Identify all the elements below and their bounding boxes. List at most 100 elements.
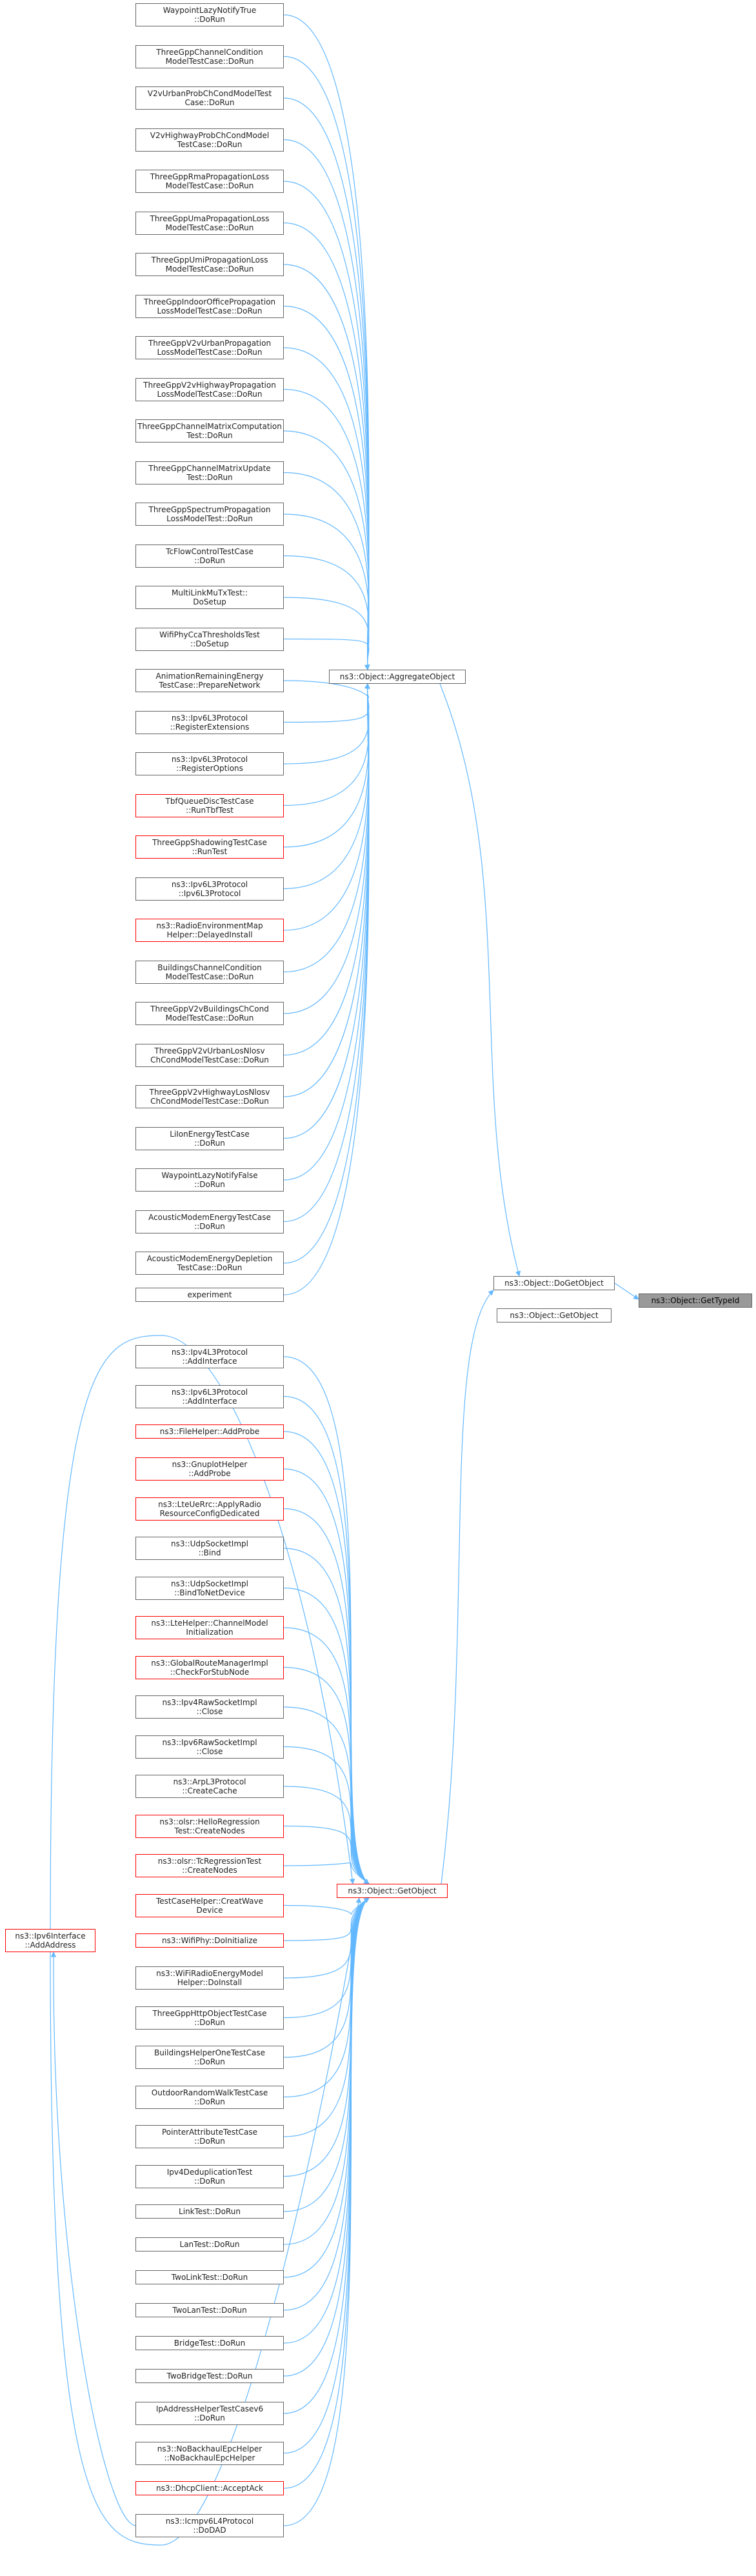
edge-aggregate-caller — [283, 683, 370, 973]
caller-node-ns3-ipv6l3protocol-registerextensions[interactable]: ns3::Ipv6L3Protocol::RegisterExtensions — [135, 710, 284, 734]
node-label: ns3::Object::AggregateObject — [339, 672, 455, 681]
caller-node-ns3-ipv6rawsocketimpl-close[interactable]: ns3::Ipv6RawSocketImpl::Close — [135, 1735, 284, 1759]
node-label-line: ns3::Ipv6L3Protocol — [171, 713, 248, 723]
caller-node-ns3-globalroutemanagerimpl-checkforstubnode[interactable]: ns3::GlobalRouteManagerImpl::CheckForStu… — [135, 1655, 284, 1679]
node-label-line: ::DoSetup — [190, 639, 229, 648]
caller-node-pointerattributetestcase-dorun[interactable]: PointerAttributeTestCase::DoRun — [135, 2125, 284, 2148]
caller-node-tcflowcontroltestcase-dorun[interactable]: TcFlowControlTestCase::DoRun — [135, 544, 284, 568]
caller-node-ns3-ipv6l3protocol-registeroptions[interactable]: ns3::Ipv6L3Protocol::RegisterOptions — [135, 752, 284, 775]
node-label: ns3::Object::GetObject — [348, 1886, 437, 1895]
node-label-line: AnimationRemainingEnergy — [155, 672, 264, 681]
node-label-line: ThreeGppV2vUrbanPropagation — [148, 339, 272, 348]
caller-node-waypointlazynotifytrue-dorun[interactable]: WaypointLazyNotifyTrue::DoRun — [135, 3, 284, 26]
caller-node-ns3-arpl3protocol-createcache[interactable]: ns3::ArpL3Protocol::CreateCache — [135, 1775, 284, 1798]
edge-getobject-caller — [283, 1746, 370, 1884]
node-label-line: ::RunTbfTest — [186, 805, 234, 815]
caller-node-outdoorrandomwalktestcase-dorun[interactable]: OutdoorRandomWalkTestCase::DoRun — [135, 2085, 284, 2109]
caller-node-ns3-icmpv6l4protocol-dodad[interactable]: ns3::Icmpv6L4Protocol::DoDAD — [135, 2514, 284, 2537]
caller-node-ns3-olsr-tcregressiontest-createnodes[interactable]: ns3::olsr::TcRegressionTest::CreateNodes — [135, 1854, 284, 1877]
caller-node-ns3-ipv6l3protocol-addinterface[interactable]: ns3::Ipv6L3Protocol::AddInterface — [135, 1384, 284, 1408]
caller-node-wifiphyccathresholdstest-dosetup[interactable]: WifiPhyCcaThresholdsTest::DoSetup — [135, 627, 284, 651]
caller-node-buildingshelperonetestcase-dorun[interactable]: BuildingsHelperOneTestCase::DoRun — [135, 2046, 284, 2069]
caller-node-twobridgetest-dorun[interactable]: TwoBridgeTest::DoRun — [135, 2369, 284, 2383]
node-label-line: ::Close — [196, 1707, 223, 1716]
caller-node-ipv4deduplicationtest-dorun[interactable]: Ipv4DeduplicationTest::DoRun — [135, 2164, 284, 2188]
caller-node-acousticmodemenergytestcase-dorun[interactable]: AcousticModemEnergyTestCase::DoRun — [135, 1210, 284, 1233]
node-getobject-top[interactable]: ns3::Object::GetObject — [497, 1308, 612, 1323]
caller-node-ns3-nobackhaulepchelper-nobackhaulepchelper[interactable]: ns3::NoBackhaulEpcHelper::NoBackhaulEpcH… — [135, 2441, 284, 2465]
caller-node-linktest-dorun[interactable]: LinkTest::DoRun — [135, 2204, 284, 2219]
caller-node-ns3-filehelper-addprobe[interactable]: ns3::FileHelper::AddProbe — [135, 1424, 284, 1439]
caller-node-tbfqueuedisctestcase-runtbftest[interactable]: TbfQueueDiscTestCase::RunTbfTest — [135, 794, 284, 817]
node-label-line: BuildingsHelperOneTestCase — [154, 2048, 266, 2057]
node-label-line: ThreeGppIndoorOfficePropagation — [143, 297, 276, 306]
node-label-line: TwoLanTest::DoRun — [172, 2306, 247, 2315]
caller-node-ns3-udpsocketimpl-bind[interactable]: ns3::UdpSocketImpl::Bind — [135, 1537, 284, 1560]
caller-node-waypointlazynotifyfalse-dorun[interactable]: WaypointLazyNotifyFalse::DoRun — [135, 1168, 284, 1192]
caller-node-experiment[interactable]: experiment — [135, 1288, 284, 1302]
node-label-line: BuildingsChannelCondition — [157, 963, 262, 972]
caller-node-threegppshadowingtestcase-runtest[interactable]: ThreeGppShadowingTestCase::RunTest — [135, 835, 284, 859]
node-label-line: ::Bind — [198, 1548, 221, 1557]
caller-node-bridgetest-dorun[interactable]: BridgeTest::DoRun — [135, 2336, 284, 2350]
caller-node-ipaddresshelpertestcasev6-dorun[interactable]: IpAddressHelperTestCasev6::DoRun — [135, 2402, 284, 2425]
caller-node-ns3-dhcpclient-acceptack[interactable]: ns3::DhcpClient::AcceptAck — [135, 2481, 284, 2495]
node-label-line: IpAddressHelperTestCasev6 — [155, 2404, 264, 2413]
node-label-line: ns3::RadioEnvironmentMap — [156, 921, 263, 930]
node-ipv6interface-addaddress[interactable]: ns3::Ipv6Interface ::AddAddress — [5, 1929, 95, 1952]
node-label-line: ns3::UdpSocketImpl — [171, 1539, 248, 1548]
caller-node-threegpphttpobjecttestcase-dorun[interactable]: ThreeGppHttpObjectTestCase::DoRun — [135, 2006, 284, 2030]
caller-node-ns3-wifiphy-doinitialize[interactable]: ns3::WifiPhy::DoInitialize — [135, 1933, 284, 1948]
caller-node-ns3-ipv4rawsocketimpl-close[interactable]: ns3::Ipv4RawSocketImpl::Close — [135, 1695, 284, 1719]
edge-aggregate-caller — [283, 683, 370, 1014]
caller-node-twolinktest-dorun[interactable]: TwoLinkTest::DoRun — [135, 2270, 284, 2284]
caller-node-twolantest-dorun[interactable]: TwoLanTest::DoRun — [135, 2303, 284, 2317]
node-label-line: Device — [196, 1905, 223, 1915]
node-label-line: ns3::NoBackhaulEpcHelper — [157, 2444, 263, 2453]
edge-aggregate-caller — [283, 597, 370, 670]
caller-node-lantest-dorun[interactable]: LanTest::DoRun — [135, 2237, 284, 2252]
caller-node-ns3-ipv6l3protocol-ipv6l3protocol[interactable]: ns3::Ipv6L3Protocol::Ipv6L3Protocol — [135, 877, 284, 901]
caller-node-ns3-gnuplothelper-addprobe[interactable]: ns3::GnuplotHelper::AddProbe — [135, 1457, 284, 1481]
edge-getobject-caller — [283, 1862, 370, 1884]
caller-node-liionenergytestcase-dorun[interactable]: LiIonEnergyTestCase::DoRun — [135, 1126, 284, 1150]
node-label-line: ThreeGppUmaPropagationLoss — [150, 214, 270, 223]
node-label-line: ns3::Icmpv6L4Protocol — [165, 2517, 254, 2526]
node-label-line: ThreeGppV2vHighwayLosNlosv — [149, 1088, 270, 1097]
caller-node-multilinkmutxtest-dosetup[interactable]: MultiLinkMuTxTest::DoSetup — [135, 586, 284, 609]
node-label-line: ns3::LteUeRrc::ApplyRadio — [158, 1499, 261, 1509]
node-label-line: ns3::WifiPhy::DoInitialize — [161, 1936, 258, 1945]
node-label-line: AcousticModemEnergyTestCase — [148, 1212, 271, 1222]
node-label-line: experiment — [187, 1290, 232, 1299]
node-aggregateobject[interactable]: ns3::Object::AggregateObject — [329, 670, 466, 684]
node-getobject[interactable]: ns3::Object::GetObject — [337, 1884, 448, 1898]
edge-getobject-caller — [283, 1587, 370, 1884]
caller-node-ns3-udpsocketimpl-bindtonetdevice[interactable]: ns3::UdpSocketImpl::BindToNetDevice — [135, 1576, 284, 1600]
caller-node-ns3-ipv4l3protocol-addinterface[interactable]: ns3::Ipv4L3Protocol::AddInterface — [135, 1345, 284, 1368]
node-dogetobject[interactable]: ns3::Object::DoGetObject — [493, 1276, 615, 1290]
